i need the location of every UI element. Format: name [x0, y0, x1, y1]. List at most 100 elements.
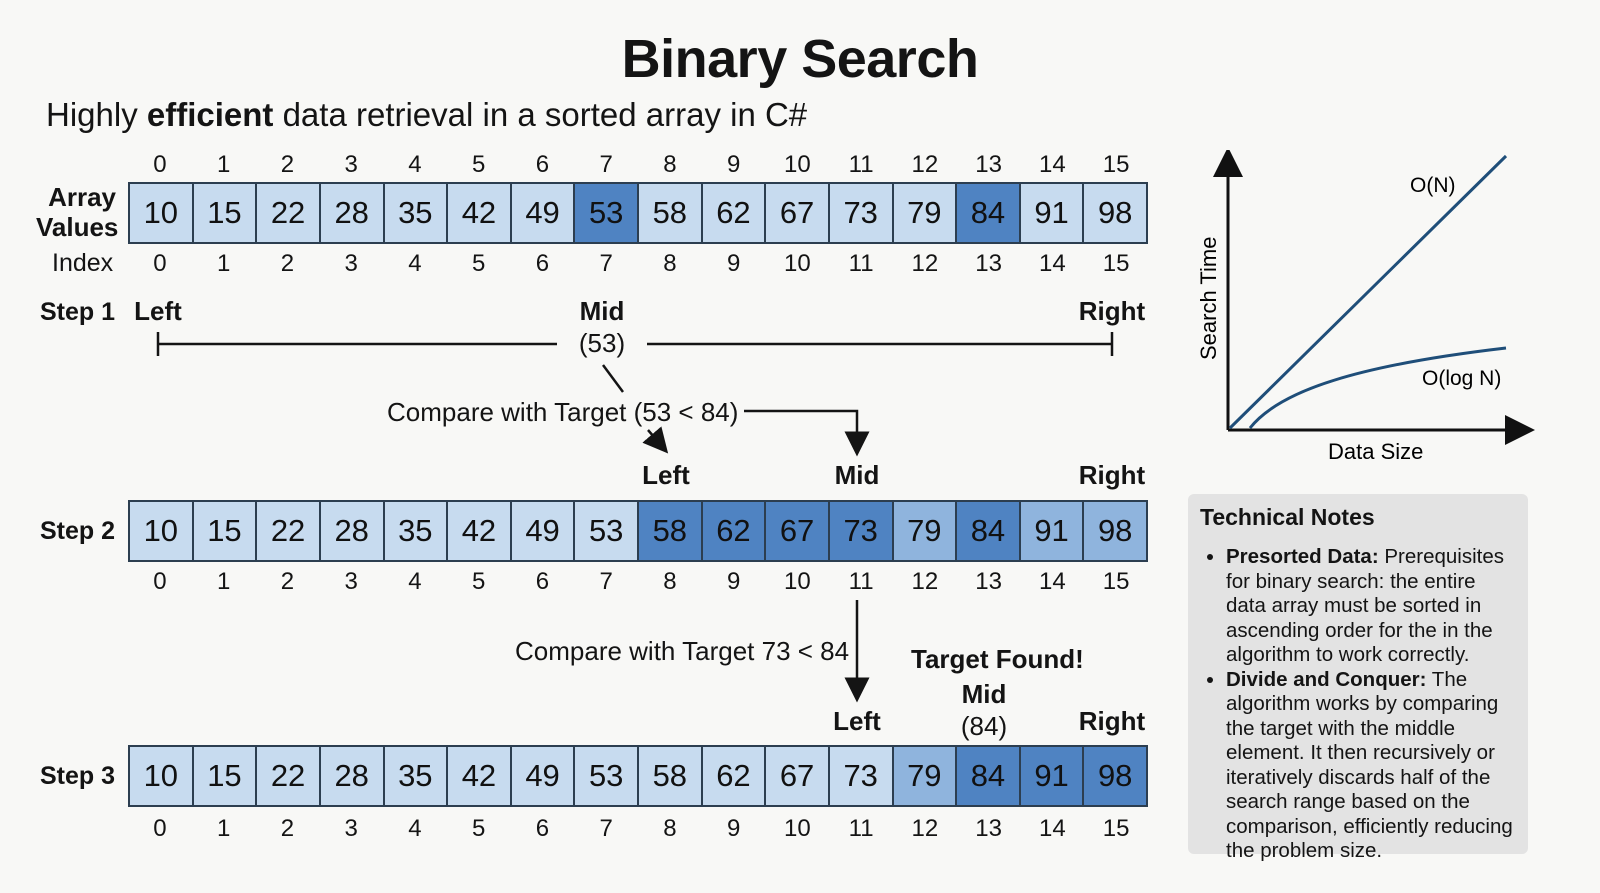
step3-cell-4: 35: [384, 747, 449, 805]
note-item-text: The algorithm works by comparing the tar…: [1226, 667, 1513, 863]
step3-cell-14: 91: [1020, 747, 1085, 805]
step3-cell-2: 22: [257, 747, 321, 805]
step2-cell-9: 62: [702, 502, 767, 560]
array-cell-2: 22: [257, 184, 321, 242]
step3-index-11: 11: [848, 815, 874, 842]
compare-to-mid-arrow: [744, 409, 870, 457]
top-index-9: 9: [726, 151, 741, 178]
array-index-14: 14: [1039, 250, 1066, 277]
top-index-14: 14: [1039, 151, 1066, 178]
top-index-5: 5: [471, 151, 486, 178]
array-cell-10: 67: [766, 184, 830, 242]
step2-cell-8: 58: [639, 502, 703, 560]
notes-list: Presorted Data: Prerequisites for binary…: [1200, 545, 1516, 864]
step3-index-12: 12: [911, 815, 939, 842]
step2-index-14: 14: [1039, 568, 1066, 595]
array-cell-8: 58: [639, 184, 703, 242]
step3-index-7: 7: [599, 815, 613, 842]
step3-index-6: 6: [535, 815, 550, 842]
top-index-8: 8: [663, 151, 677, 178]
step2-cell-14: 91: [1020, 502, 1085, 560]
step3-cell-13: 84: [957, 747, 1021, 805]
step3-cell-15: 98: [1084, 747, 1146, 805]
step2-cell-13: 84: [957, 502, 1021, 560]
top-index-3: 3: [344, 151, 358, 178]
step3-cell-7: 53: [575, 747, 639, 805]
step3-cell-12: 79: [893, 747, 958, 805]
step3-cell-6: 49: [511, 747, 576, 805]
array-index-9: 9: [726, 250, 741, 277]
array-index-7: 7: [599, 250, 613, 277]
step2-cell-6: 49: [511, 502, 576, 560]
subtitle-pre: Highly: [46, 96, 147, 133]
chart-series-o-log-n: [1248, 346, 1507, 429]
array-index-15: 15: [1102, 250, 1130, 277]
step3-cell-9: 62: [702, 747, 767, 805]
subtitle-post: data retrieval in a sorted array in C#: [273, 96, 808, 133]
step3-label: Step 3: [40, 762, 116, 790]
complexity-chart: O(N) O(log N) Search Time Data Size: [1196, 150, 1535, 464]
step3-index-9: 9: [726, 815, 741, 842]
note-item: Presorted Data: Prerequisites for binary…: [1226, 545, 1516, 668]
array-index-5: 5: [471, 250, 486, 277]
step2-index-11: 11: [848, 568, 874, 595]
step2-cell-7: 53: [575, 502, 639, 560]
array-label-line1: Array: [48, 182, 116, 212]
step2-cell-4: 35: [384, 502, 449, 560]
chart-legend-o-n: O(N): [1410, 174, 1456, 197]
array-index-10: 10: [784, 250, 811, 277]
step2-compare-text: Compare with Target 73 < 84: [515, 636, 850, 666]
step2-label: Step 2: [40, 517, 116, 545]
array-cell-4: 35: [384, 184, 449, 242]
note-item-text: Prerequisites for binary search: the ent…: [1226, 545, 1505, 666]
step3-index-10: 10: [784, 815, 811, 842]
top-index-6: 6: [535, 151, 550, 178]
step2-cell-1: 15: [193, 502, 258, 560]
step2-index-6: 6: [535, 568, 550, 595]
step2-cell-10: 67: [766, 502, 830, 560]
top-index-2: 2: [280, 151, 295, 178]
chart-series-o-n: [1228, 154, 1508, 430]
step3-index-8: 8: [663, 815, 677, 842]
step1-label: Step 1: [40, 298, 116, 326]
step2-index-1: 1: [216, 568, 231, 595]
top-index-12: 12: [911, 151, 939, 178]
step1-left-pointer: Left: [134, 296, 182, 326]
top-index-0: 0: [153, 151, 167, 178]
array-cell-6: 49: [511, 184, 576, 242]
array-index-12: 12: [911, 250, 939, 277]
step2-cell-3: 28: [320, 502, 385, 560]
step2-cell-15: 98: [1084, 502, 1146, 560]
step2-index-3: 3: [344, 568, 358, 595]
connector-lines: [156, 332, 1114, 703]
array-index-3: 3: [344, 250, 358, 277]
array-index-13: 13: [975, 250, 1002, 277]
array-cell-5: 42: [448, 184, 512, 242]
step1-mid-pointer: Mid: [579, 296, 625, 326]
step2-index-10: 10: [784, 568, 811, 595]
array-index-1: 1: [216, 250, 231, 277]
top-index-1: 1: [216, 151, 231, 178]
step2-cell-12: 79: [893, 502, 958, 560]
array-cell-7: 53: [575, 184, 639, 242]
step1-mid-value: (53): [578, 328, 626, 358]
step3-index-3: 3: [344, 815, 358, 842]
chart-y-label: Search Time: [1196, 237, 1221, 361]
step2-cell-5: 42: [448, 502, 512, 560]
chart-legend-o-log-n: O(log N): [1422, 367, 1501, 390]
notes-title: Technical Notes: [1200, 504, 1375, 530]
array-cell-3: 28: [320, 184, 385, 242]
step3-cell-10: 67: [766, 747, 830, 805]
index-label: Index: [52, 249, 114, 277]
array-index-4: 4: [408, 250, 422, 277]
top-index-10: 10: [784, 151, 811, 178]
step3-cell-3: 28: [320, 747, 385, 805]
array-index-0: 0: [153, 250, 167, 277]
array-cell-14: 91: [1020, 184, 1085, 242]
subtitle-bold: efficient: [146, 96, 274, 133]
array-cell-12: 79: [893, 184, 958, 242]
